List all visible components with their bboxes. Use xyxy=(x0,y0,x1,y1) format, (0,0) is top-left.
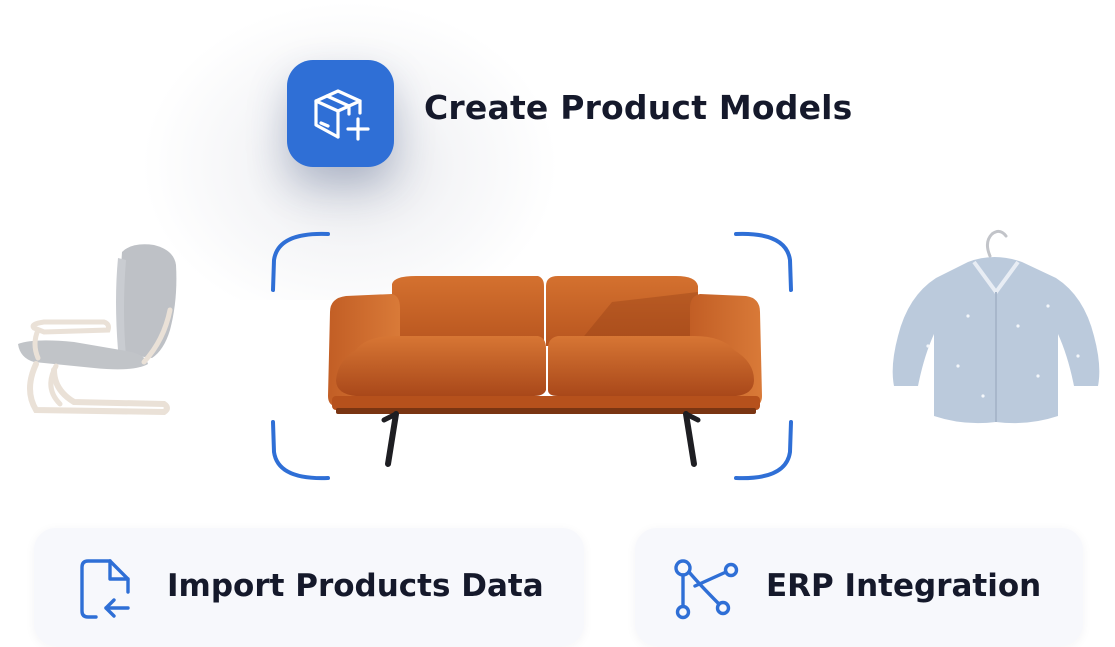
armchair-image xyxy=(18,244,177,416)
import-products-card[interactable]: Import Products Data xyxy=(34,528,584,646)
frame-corner-top-right xyxy=(734,231,793,292)
erp-integration-label: ERP Integration xyxy=(766,568,1042,604)
file-import-icon xyxy=(80,559,130,619)
page-title: Create Product Models xyxy=(424,88,853,127)
box-plus-icon xyxy=(313,88,370,141)
create-product-icon-tile xyxy=(287,60,394,167)
shirt-image xyxy=(892,229,1100,424)
frame-corner-top-left xyxy=(271,231,330,292)
frame-corner-bottom-right xyxy=(734,420,793,481)
frame-corner-bottom-left xyxy=(271,420,330,481)
network-nodes-icon xyxy=(674,559,739,620)
erp-integration-card[interactable]: ERP Integration xyxy=(635,528,1083,646)
import-products-label: Import Products Data xyxy=(167,568,544,604)
sofa-image xyxy=(328,276,762,467)
